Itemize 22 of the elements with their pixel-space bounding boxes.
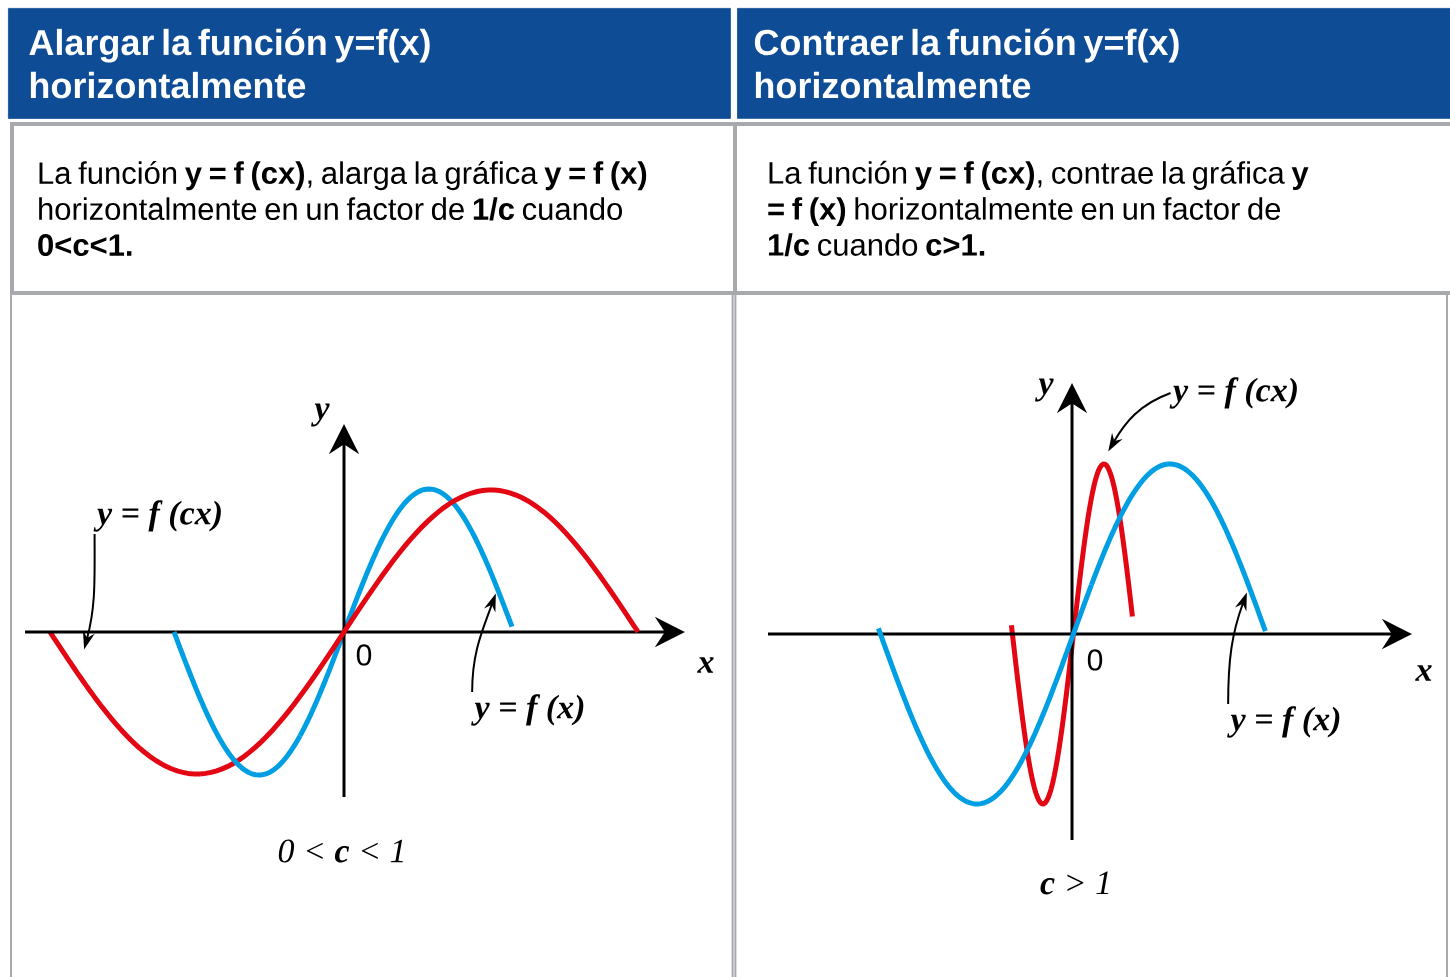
text-cell: La función y = f (cx), alarga la gráfica y = f (x) horizontalmente en un factor de 1/c cuando 0<c<1. <box>10 122 737 295</box>
text-cell: La función y = f (cx), contrae la gráfica y = f (x) horizontalmente en un factor de 1/c cuando c>1. <box>733 122 1450 295</box>
axis-label: y <box>1035 378 1054 402</box>
axis-label: x <box>697 657 714 673</box>
origin-label: 0 <box>1087 649 1103 671</box>
curve <box>47 630 201 777</box>
header-cell: Contraer la función y=f(x) horizontalmente <box>737 8 1450 119</box>
axis-label: x <box>1415 665 1432 681</box>
header-cell: Alargar la función y=f(x) horizontalmente <box>8 8 731 119</box>
curve-label: y = f (cx) <box>1169 377 1297 409</box>
curve <box>1008 461 1135 807</box>
graph-panel <box>734 291 1448 977</box>
curve-label: y = f (x) <box>1227 706 1340 738</box>
curve <box>297 486 515 738</box>
axis-label: y <box>311 403 330 427</box>
curve <box>1089 461 1268 633</box>
curve-label: y = f (x) <box>471 694 584 726</box>
condition-label: c > 1 <box>1040 871 1109 895</box>
condition-label: 0 < c < 1 <box>278 839 403 863</box>
curve-label: y = f (cx) <box>93 500 221 532</box>
graph-panel <box>10 291 734 977</box>
origin-label: 0 <box>356 644 372 666</box>
